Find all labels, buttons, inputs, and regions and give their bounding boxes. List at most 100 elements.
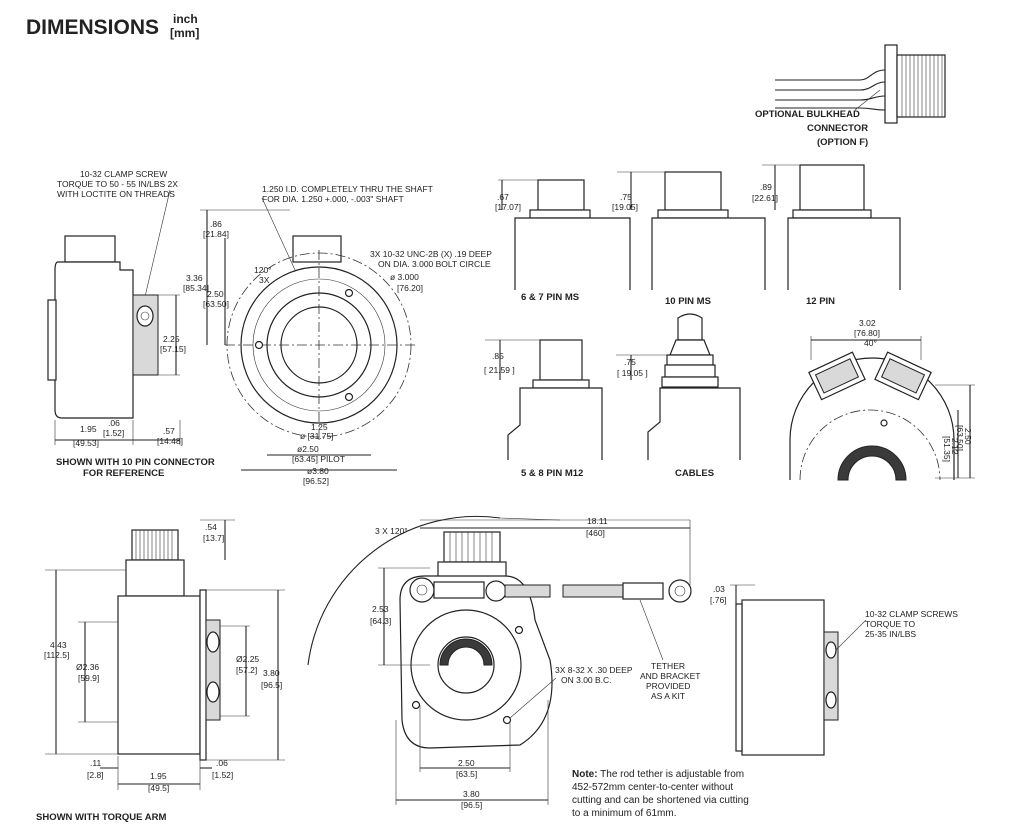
tf-tether-2: AND BRACKET — [640, 671, 700, 681]
tf-tether-1: TETHER — [651, 661, 685, 671]
tr-clamp-note-1: 10-32 CLAMP SCREWS — [865, 609, 958, 619]
angle-120: 120° — [254, 265, 272, 275]
clamp-note-2: TORQUE TO 50 - 55 IN/LBS 2X — [57, 179, 178, 189]
dim-3.80-mm: [96.52] — [303, 476, 329, 486]
shaft-note-1: 1.250 I.D. COMPLETELY THRU THE SHAFT — [262, 184, 433, 194]
dim-2.50-mm: [63.50] — [203, 299, 229, 309]
note-label: Note: — [572, 769, 598, 780]
front-view: 1.250 I.D. COMPLETELY THRU THE SHAFT FOR… — [183, 184, 492, 486]
tf-dim-2.50-mm: [63.5] — [456, 769, 477, 779]
c4-label: 5 & 8 PIN M12 — [521, 468, 583, 479]
tf-dim-3.80-mm: [96.5] — [461, 800, 482, 810]
bulkhead-label-3: (OPTION F) — [817, 137, 868, 148]
unit-mm: [mm] — [170, 26, 199, 40]
view1-caption-2: FOR REFERENCE — [83, 468, 164, 479]
connector-options: .67 [17.07] 6 & 7 PIN MS .75 [19.05] 10 … — [484, 164, 901, 479]
dim-3.36-mm: [85.34] — [183, 283, 209, 293]
dim-.06: .06 — [108, 418, 120, 428]
note-line-1: Note: The rod tether is adjustable from — [572, 769, 744, 780]
c1-dim: .67 — [497, 192, 509, 202]
connector-10-pin-ms: .75 [19.05] 10 PIN MS — [612, 171, 766, 307]
tether-note: Note: The rod tether is adjustable from … — [572, 769, 749, 819]
bulkhead-connector-view: OPTIONAL BULKHEAD CONNECTOR (OPTION F) — [755, 44, 946, 148]
tf-dim-18.11-mm: [460] — [586, 528, 605, 538]
ts-dim-3.80: 3.80 — [263, 668, 280, 678]
tf-tether-3: PROVIDED — [646, 681, 690, 691]
ts-dim-2.36-mm: [59.9] — [78, 673, 99, 683]
side-view-10-pin: 10-32 CLAMP SCREW TORQUE TO 50 - 55 IN/L… — [47, 169, 215, 479]
dim-3.02-mm: [76.80] — [854, 328, 880, 338]
ts-dim-.06: .06 — [216, 758, 228, 768]
note-line-2: 452-572mm center-to-center without — [572, 782, 733, 793]
dim-3.02: 3.02 — [859, 318, 876, 328]
c4-dim-mm: [ 21.59 ] — [484, 365, 515, 375]
tr-clamp-note-2: TORQUE TO — [865, 619, 915, 629]
dim-2.50-pilot-mm: [63.45] PILOT — [292, 454, 345, 464]
dim-2.50-v3: 2.50 — [963, 428, 973, 445]
tf-angle: 3 X 120° — [375, 526, 408, 536]
page-title: DIMENSIONS — [26, 16, 159, 39]
dim-1.25-mm: ø [31.75] — [300, 431, 334, 441]
c3-dim: .89 — [760, 182, 772, 192]
ts-dim-2.36: Ø2.36 — [76, 662, 99, 672]
dim-2.25-mm: [57.15] — [160, 344, 186, 354]
c5-dim-mm: [ 19.05 ] — [617, 368, 648, 378]
dim-2.50-pilot: ø2.50 — [297, 444, 319, 454]
c5-label: CABLES — [675, 468, 714, 479]
clamp-note-3: WITH LOCTITE ON THREADS — [57, 189, 175, 199]
bolt-note-2: ON DIA. 3.000 BOLT CIRCLE — [378, 259, 491, 269]
torque-side-caption: SHOWN WITH TORQUE ARM — [36, 812, 166, 823]
connector-12-pin: .89 [22.61] 12 PIN — [752, 164, 901, 307]
tf-dim-18.11: 18.11 — [587, 516, 608, 526]
dim-2.12-v3: 2.12 — [950, 438, 960, 455]
c4-dim: .85 — [492, 351, 504, 361]
ts-dim-.54-mm: [13.7] — [203, 533, 224, 543]
angle-40: 40° — [864, 338, 877, 348]
bulkhead-threads — [896, 54, 946, 118]
ts-dim-.11-mm: [2.8] — [87, 770, 104, 780]
connector-6-7-pin-ms: .67 [17.07] 6 & 7 PIN MS — [495, 179, 631, 303]
note-text-first: The rod tether is adjustable from — [598, 769, 745, 780]
tf-hole-note-1: 3X 8-32 X .30 DEEP — [555, 665, 633, 675]
torque-arm-front-view: 3 X 120° 18.11 [460] 2.53 — [307, 515, 727, 810]
tf-dim-.03: .03 — [713, 584, 725, 594]
c5-dim: .75 — [624, 357, 636, 367]
note-line-4: to a minimum of 61mm. — [572, 808, 676, 819]
dim-1.95: 1.95 — [80, 424, 97, 434]
tf-dim-2.50: 2.50 — [458, 758, 475, 768]
c3-label: 12 PIN — [806, 296, 835, 307]
dim-2.25: 2.25 — [163, 334, 180, 344]
c2-dim: .75 — [620, 192, 632, 202]
ts-dim-.54: .54 — [205, 522, 217, 532]
dim-.06-mm: [1.52] — [103, 428, 124, 438]
dim-.57: .57 — [163, 426, 175, 436]
bolt-note-1: 3X 10-32 UNC-2B (X) .19 DEEP — [370, 249, 492, 259]
dim-.86-mm: [21.84] — [203, 229, 229, 239]
torque-arm-side-view: .54 [13.7] 4.43 [112.5] Ø2.36 [59.9] Ø2.… — [36, 519, 285, 823]
dim-2.50: 2.50 — [207, 289, 224, 299]
ts-dim-4.43-mm: [112.5] — [44, 650, 69, 660]
dim-.86: .86 — [210, 219, 222, 229]
dim-3.80: ø3.80 — [307, 466, 329, 476]
unit-inch: inch — [173, 12, 198, 26]
connector-5-8-pin-m12: .85 [ 21.59 ] 5 & 8 PIN M12 — [484, 339, 603, 479]
shaft-note-2: FOR DIA. 1.250 +.000, -.003" SHAFT — [262, 194, 404, 204]
ts-dim-2.25: Ø2.25 — [236, 654, 259, 664]
ts-dim-1.95-mm: [49.5] — [148, 783, 169, 793]
page-header: DIMENSIONS inch [mm] — [26, 12, 199, 40]
connector-cables: .75 [ 19.05 ] CABLES — [616, 313, 741, 479]
view1-caption-1: SHOWN WITH 10 PIN CONNECTOR — [56, 457, 215, 468]
dim-3.000: ø 3.000 — [390, 272, 419, 282]
clamp-screw — [136, 305, 154, 327]
tf-dim-3.80: 3.80 — [463, 789, 480, 799]
dim-1.25: 1.25 — [311, 422, 328, 432]
ts-dim-3.80-mm: [96.5] — [261, 680, 282, 690]
c1-label: 6 & 7 PIN MS — [521, 292, 579, 303]
tether-rod — [504, 584, 551, 598]
dim-2.12-v3-mm: [51.35] — [942, 436, 952, 462]
tf-tether-4: AS A KIT — [651, 691, 685, 701]
dim-2.50-v3-mm: [63.50] — [955, 425, 965, 451]
bulkhead-label-2: CONNECTOR — [807, 123, 868, 134]
dim-3.000-mm: [76.20] — [397, 283, 423, 293]
ts-dim-.11: .11 — [90, 758, 101, 768]
